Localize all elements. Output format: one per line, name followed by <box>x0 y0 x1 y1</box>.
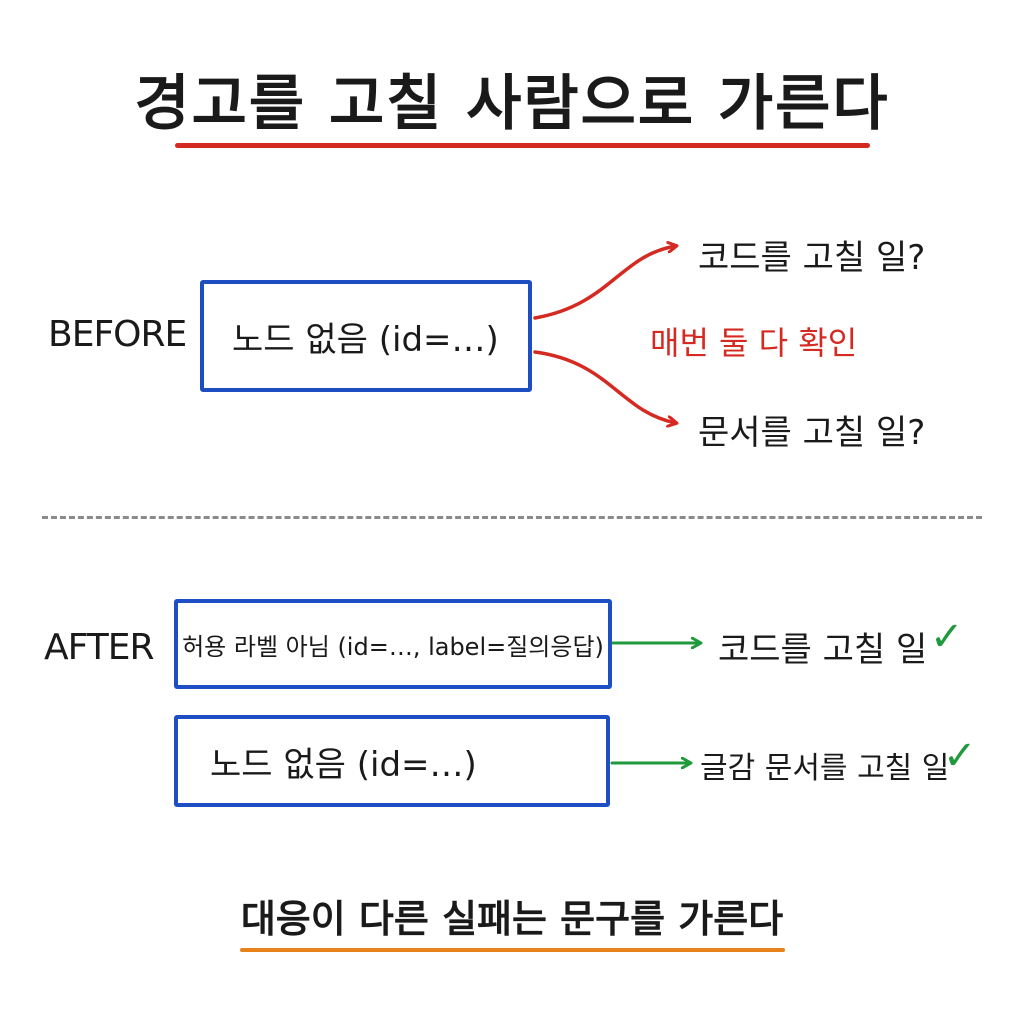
after-label: AFTER <box>44 627 154 668</box>
check-icon: ✓ <box>943 733 977 779</box>
title-underline <box>175 143 870 148</box>
check-icon: ✓ <box>930 614 964 660</box>
after-outcome-2: 글감 문서를 고칠 일 <box>700 751 950 786</box>
before-outcome-code: 코드를 고칠 일? <box>698 238 926 278</box>
footer-underline <box>240 948 785 952</box>
footer-caption: 대응이 다른 실패는 문구를 가른다 <box>240 897 784 941</box>
before-arrow-docs <box>533 350 676 423</box>
before-label: BEFORE <box>48 314 187 355</box>
before-note: 매번 둘 다 확인 <box>650 324 858 362</box>
after-box-1-text: 허용 라벨 아님 (id=…, label=질의응답) <box>182 632 604 661</box>
after-outcome-1: 코드를 고칠 일 <box>718 630 928 670</box>
before-arrow-code <box>533 246 676 320</box>
before-box-text: 노드 없음 (id=…) <box>232 319 499 360</box>
after-box-2: 노드 없음 (id=…) <box>174 715 610 807</box>
after-box-2-text: 노드 없음 (id=…) <box>210 744 477 785</box>
before-outcome-docs: 문서를 고칠 일? <box>698 413 926 453</box>
page-title: 경고를 고칠 사람으로 가른다 <box>134 69 890 139</box>
section-divider <box>42 516 982 519</box>
before-box: 노드 없음 (id=…) <box>200 280 532 392</box>
after-box-1: 허용 라벨 아님 (id=…, label=질의응답) <box>174 599 612 689</box>
